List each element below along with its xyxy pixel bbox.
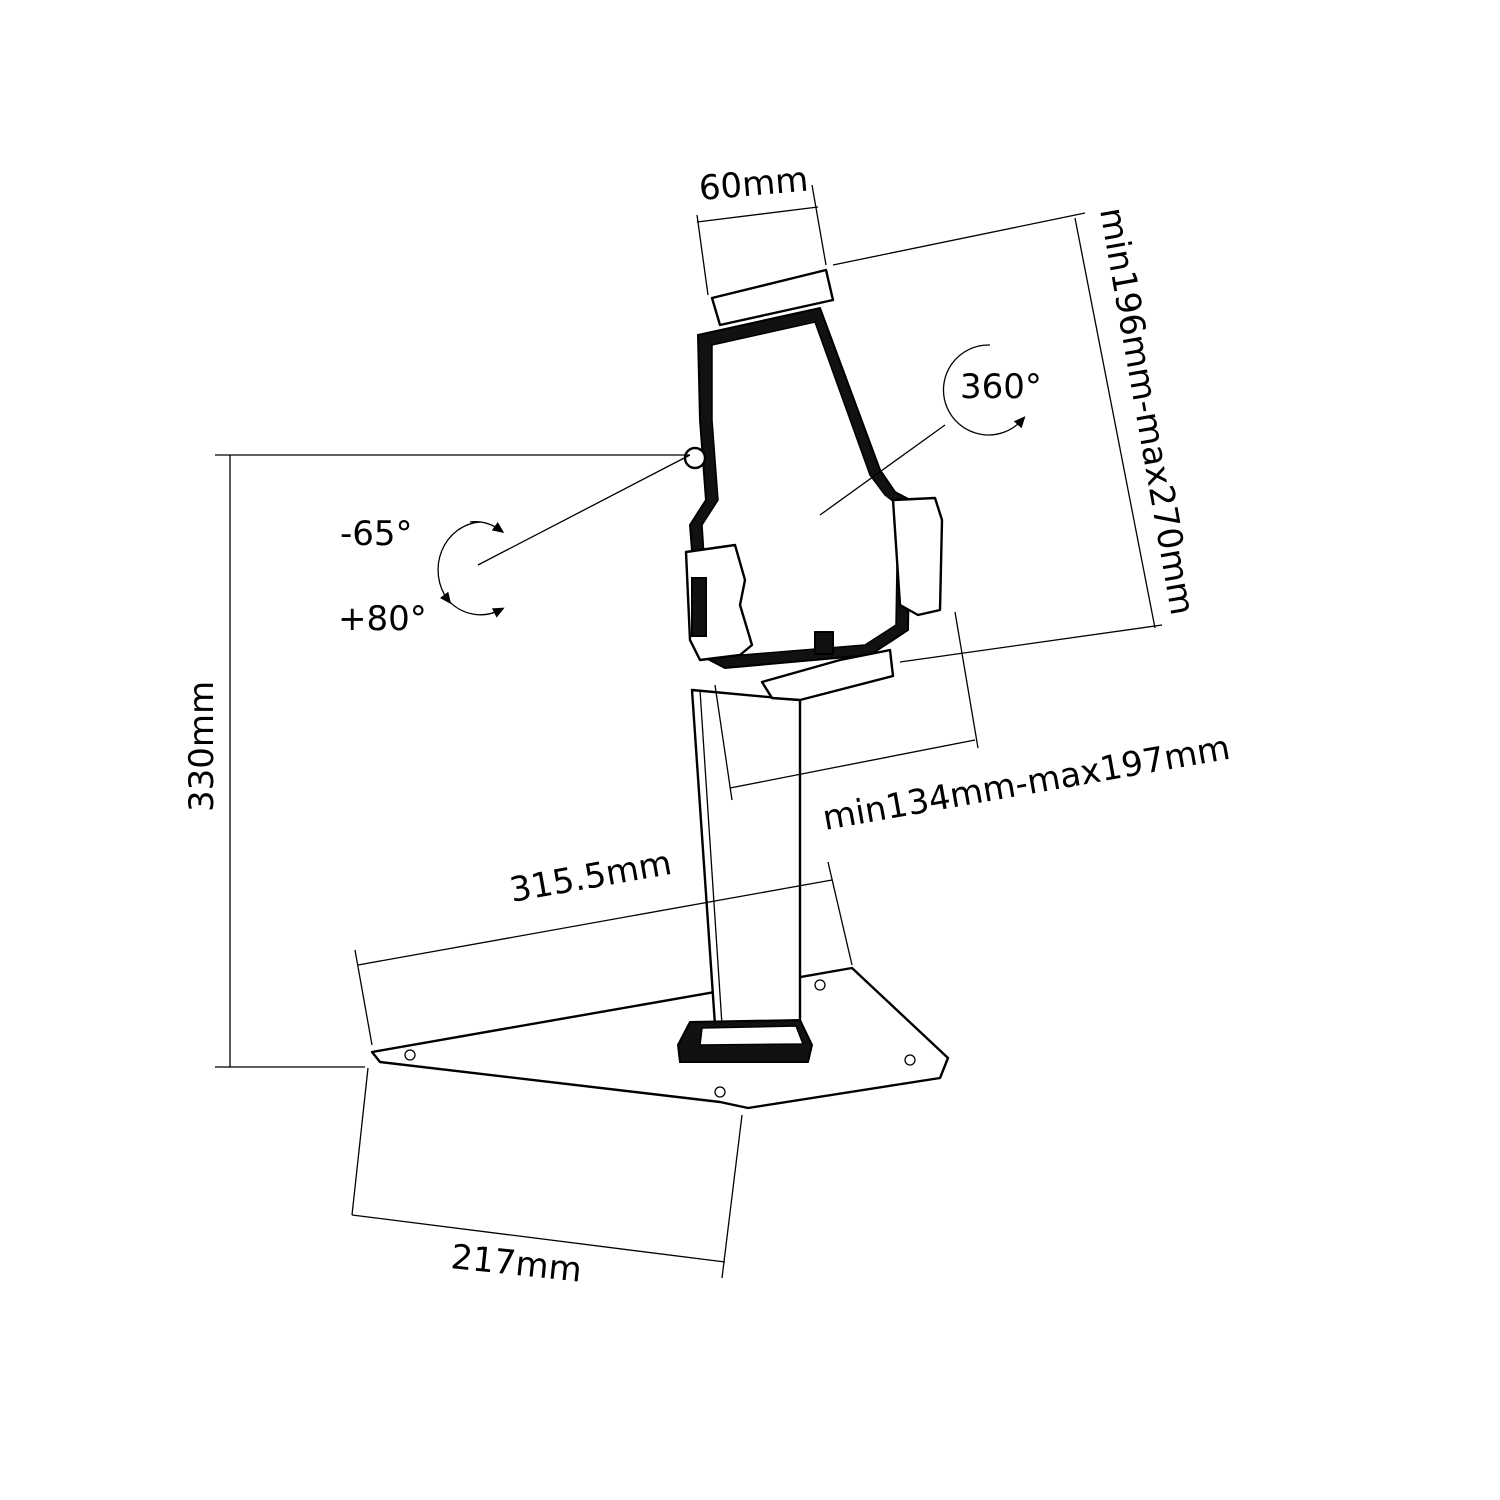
pole [676,688,814,1063]
base-plate [370,966,950,1110]
dimension-clamp-depth: 60mm [696,160,827,296]
label-base-length: 315.5mm [507,843,675,911]
label-holder-height: min196mm-max270mm [1091,205,1202,618]
label-tilt-down: +80° [338,599,427,639]
label-total-height: 330mm [182,681,222,812]
label-swivel: 360° [960,367,1042,407]
swivel-rotation: 360° [819,344,1042,516]
label-holder-width: min134mm-max197mm [820,728,1233,839]
tablet-holder [683,268,944,702]
dimension-base-width: 217mm [351,1067,743,1291]
label-tilt-up: -65° [340,514,413,554]
label-base-width: 217mm [449,1237,584,1290]
tilt-rotation: -65° +80° [338,454,691,639]
dimension-total-height: 330mm [182,454,690,1068]
label-clamp-depth: 60mm [697,160,810,209]
